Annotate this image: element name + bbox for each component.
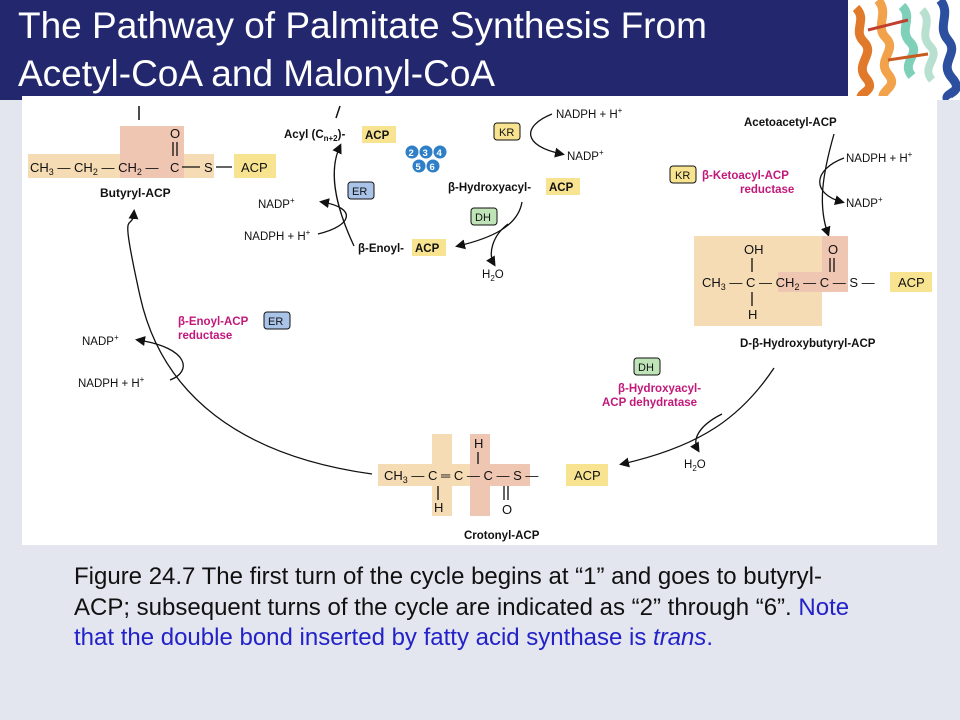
dehydratase-step: DH β-Hydroxyacyl- ACP dehydratase H2O	[602, 357, 775, 473]
svg-text:ACP: ACP	[415, 243, 440, 255]
svg-text:DH: DH	[475, 212, 491, 224]
svg-text:C: C	[170, 160, 179, 175]
svg-text:ACP dehydratase: ACP dehydratase	[602, 397, 697, 409]
svg-text:KR: KR	[499, 127, 514, 139]
figure-caption: Figure 24.7 The first turn of the cycle …	[74, 562, 874, 654]
svg-text:6: 6	[430, 162, 435, 173]
svg-text:Acetoacetyl-ACP: Acetoacetyl-ACP	[744, 117, 837, 129]
title-line-1: The Pathway of Palmitate Synthesis From	[18, 5, 707, 46]
svg-text:β-Hydroxyacyl-: β-Hydroxyacyl-	[618, 383, 701, 395]
svg-text:KR: KR	[675, 170, 690, 182]
svg-text:ACP: ACP	[241, 160, 268, 175]
svg-text:β-Ketoacyl-ACP: β-Ketoacyl-ACP	[702, 170, 789, 182]
svg-text:S: S	[204, 160, 213, 175]
svg-text:H: H	[434, 500, 443, 515]
slide-title: The Pathway of Palmitate Synthesis From …	[18, 2, 838, 98]
pathway-figure: CH3 — CH2 — CH2 — O C S ACP Butyryl-ACP …	[22, 96, 937, 545]
svg-text:NADPH + H+: NADPH + H+	[556, 106, 623, 121]
svg-text:β-Hydroxyacyl-: β-Hydroxyacyl-	[448, 182, 531, 194]
svg-text:OH: OH	[744, 242, 764, 257]
svg-text:D-β-Hydroxybutyryl-ACP: D-β-Hydroxybutyryl-ACP	[740, 338, 876, 350]
svg-text:CH3 — C ═ C — C — S —: CH3 — C ═ C — C — S —	[384, 468, 538, 485]
svg-text:H: H	[474, 436, 483, 451]
svg-text:NADP+: NADP+	[82, 333, 119, 348]
svg-text:2: 2	[409, 148, 414, 159]
protein-structure-image	[848, 0, 960, 103]
title-line-2: Acetyl-CoA and Malonyl-CoA	[18, 53, 496, 94]
butyryl-acp-label: Butyryl-ACP	[100, 186, 171, 200]
svg-text:Acyl (Cn+2)-: Acyl (Cn+2)-	[284, 129, 345, 143]
cycle-number-badges: 2 3 4 5 6	[405, 145, 447, 173]
crotonyl-acp-structure: H CH3 — C ═ C — C — S — H O ACP Crotonyl…	[378, 434, 608, 542]
svg-text:ACP: ACP	[549, 182, 574, 194]
butyryl-acp-structure: CH3 — CH2 — CH2 — O C S ACP Butyryl-ACP	[28, 106, 276, 200]
svg-text:Crotonyl-ACP: Crotonyl-ACP	[464, 530, 540, 542]
svg-text:ACP: ACP	[365, 130, 390, 142]
svg-text:reductase: reductase	[178, 330, 232, 342]
caption-note: Note that the double bond inserted by fa…	[74, 593, 850, 652]
svg-text:NADP+: NADP+	[846, 195, 883, 210]
hydroxybutyryl-acp-structure: OH CH3 — C — CH2 — C — S — O H ACP D-β-H…	[694, 236, 932, 350]
inner-cycle: Acyl (Cn+2)- ACP 2 3 4 5 6 KR NADPH + H+…	[244, 105, 623, 283]
svg-text:4: 4	[437, 148, 443, 159]
svg-text:ER: ER	[352, 186, 367, 198]
svg-text:DH: DH	[638, 362, 654, 374]
svg-text:NADPH + H+: NADPH + H+	[244, 228, 311, 243]
svg-text:H: H	[748, 307, 757, 322]
svg-text:NADP+: NADP+	[258, 196, 295, 211]
svg-text:CH3 — C — CH2 — C — S —: CH3 — C — CH2 — C — S —	[702, 275, 875, 292]
svg-text:H2O: H2O	[482, 269, 504, 283]
svg-text:H2O: H2O	[684, 459, 706, 473]
svg-text:5: 5	[416, 162, 422, 173]
svg-text:3: 3	[423, 148, 428, 159]
svg-text:ER: ER	[268, 316, 283, 328]
title-bar: The Pathway of Palmitate Synthesis From …	[0, 0, 848, 100]
svg-text:β-Enoyl-: β-Enoyl-	[358, 243, 404, 255]
svg-text:NADPH + H+: NADPH + H+	[78, 375, 145, 390]
svg-text:O: O	[502, 502, 512, 517]
caption-text: Figure 24.7 The first turn of the cycle …	[74, 563, 822, 621]
svg-text:O: O	[170, 126, 180, 141]
svg-text:NADPH + H+: NADPH + H+	[846, 150, 913, 165]
svg-text:NADP+: NADP+	[567, 148, 604, 163]
ketoacyl-reductase-step: Acetoacetyl-ACP NADPH + H+ NADP+ KR β-Ke…	[669, 117, 913, 237]
svg-text:reductase: reductase	[740, 184, 794, 196]
svg-text:CH3 — CH2 — CH2 —: CH3 — CH2 — CH2 —	[30, 160, 158, 177]
svg-text:ACP: ACP	[574, 468, 601, 483]
svg-text:β-Enoyl-ACP: β-Enoyl-ACP	[178, 316, 249, 328]
svg-text:ACP: ACP	[898, 275, 925, 290]
enoyl-reductase-step: β-Enoyl-ACP ER reductase NADP+ NADPH + H…	[78, 209, 373, 475]
svg-text:O: O	[828, 242, 838, 257]
